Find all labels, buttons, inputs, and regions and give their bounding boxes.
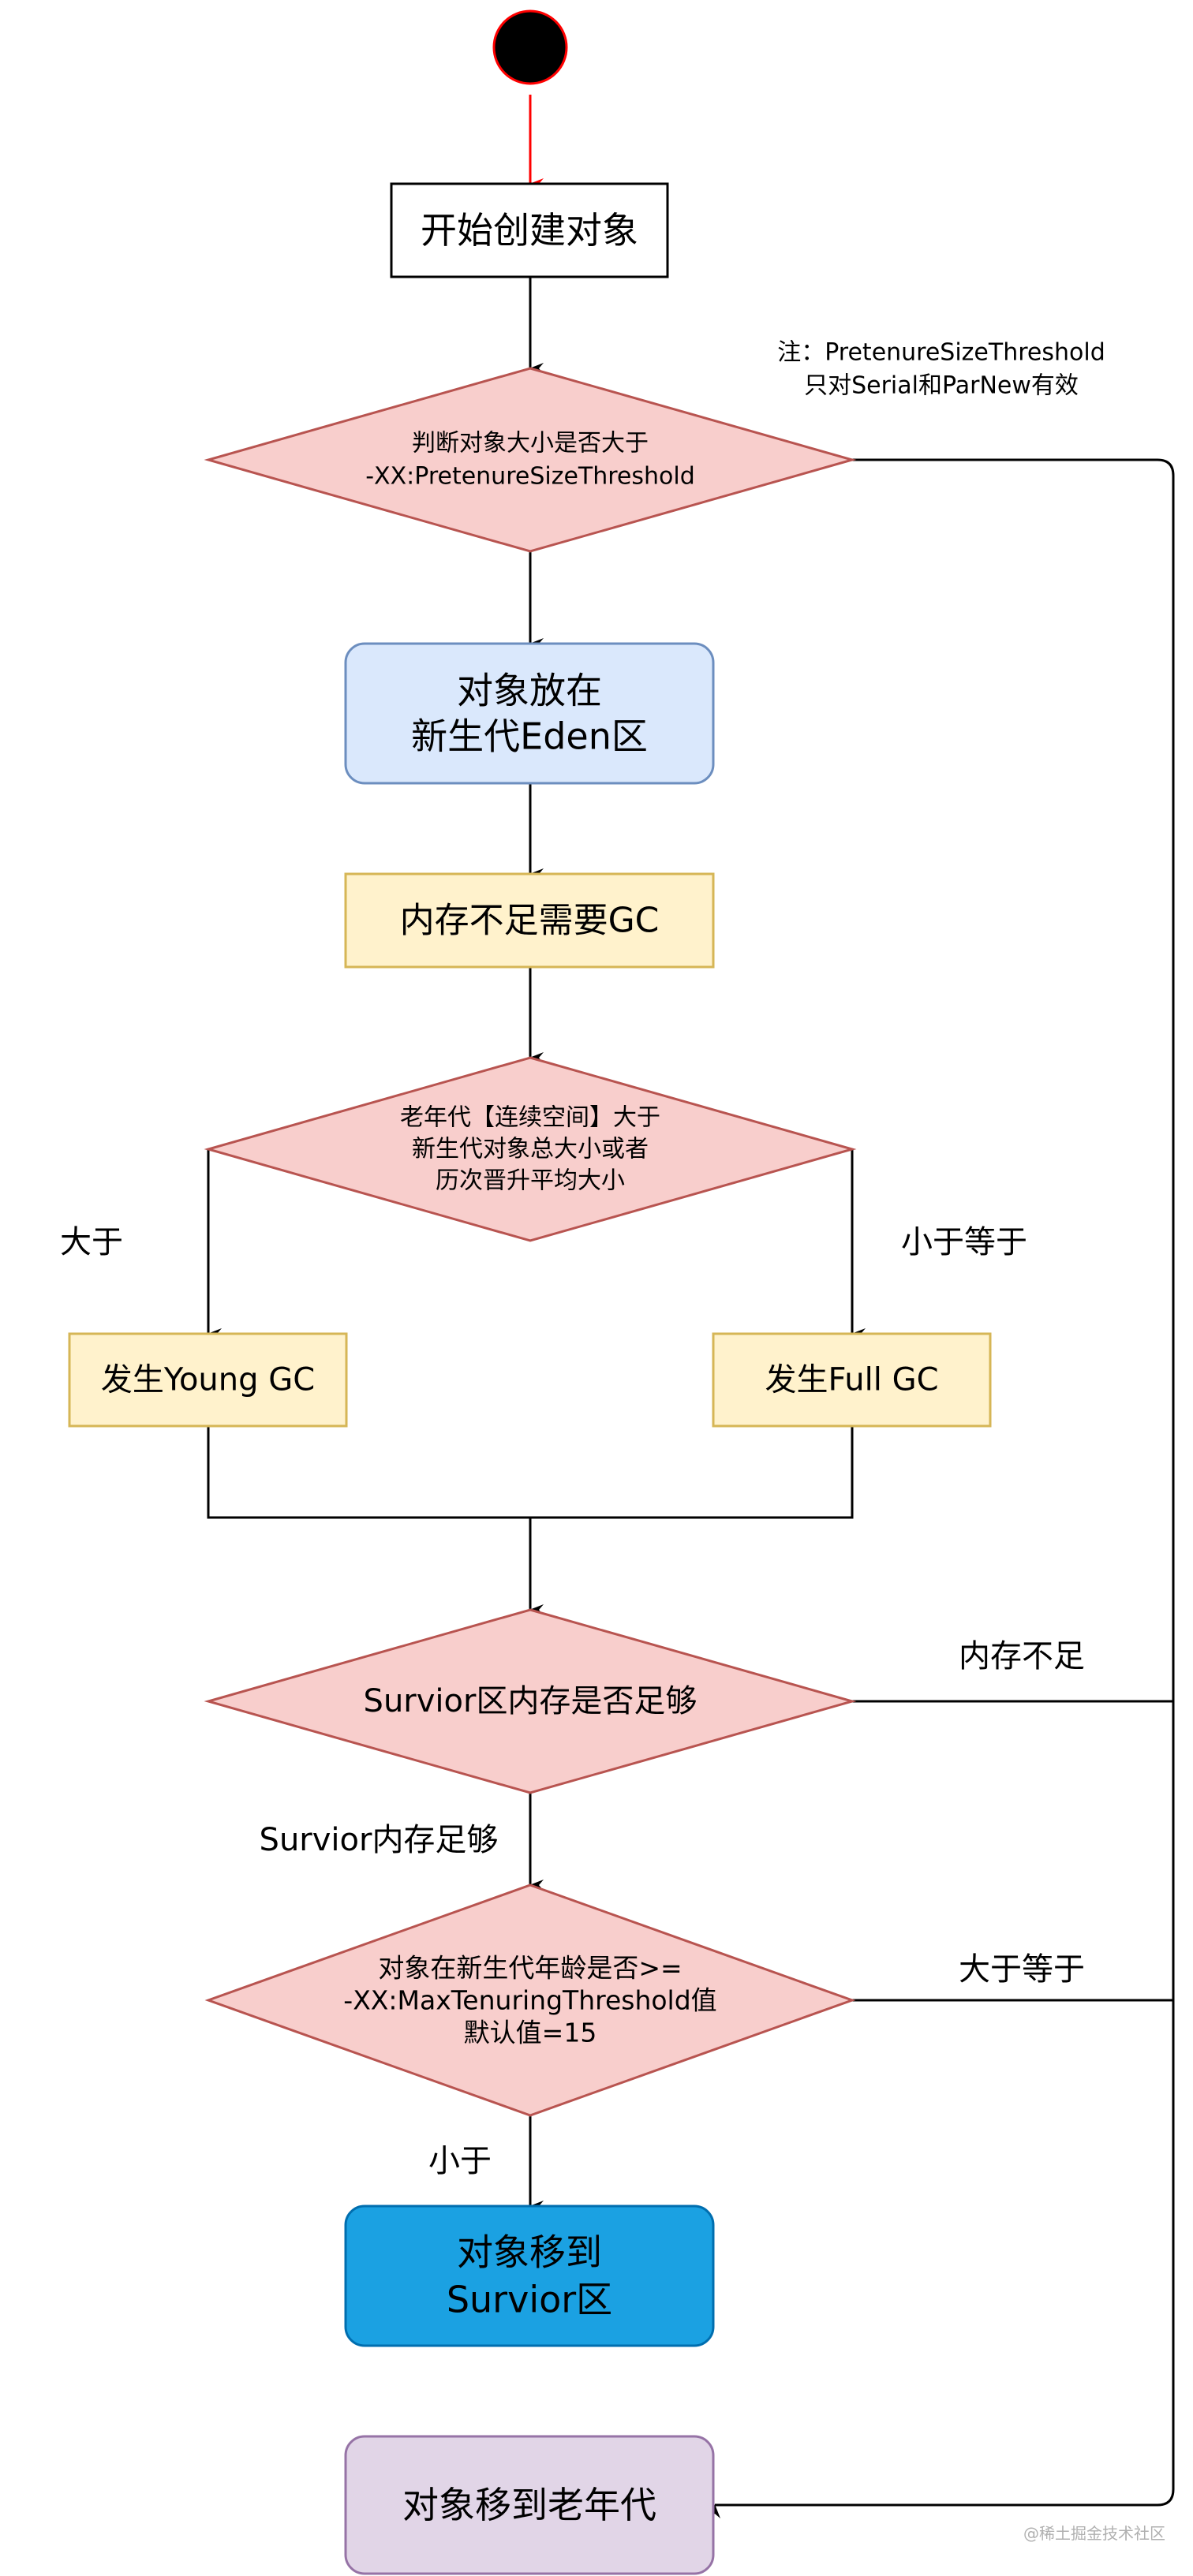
old-space-check-text: 老年代【连续空间】大于新生代对象总大小或者历次晋升平均大小: [400, 1104, 660, 1195]
edges-layer: [207, 95, 1175, 2518]
size-check-text: 判断对象大小是否大于 -XX:PretenureSizeThreshold: [365, 430, 695, 491]
eden-text-line: 新生代Eden区: [411, 715, 648, 758]
need-gc-text: 内存不足需要GC: [400, 901, 660, 941]
need-gc-box: [344, 872, 715, 969]
age-check-diamond: [204, 1883, 856, 2117]
edge-label-age-check-to-to-old-gen: 大于等于: [959, 1951, 1085, 1988]
age-check-node: 对象在新生代年龄是否>=-XX:MaxTenuringThreshold值默认值…: [204, 1883, 856, 2117]
create-box: [390, 182, 669, 278]
to-old-gen-text: 对象移到老年代: [402, 2484, 656, 2526]
create-node: 开始创建对象: [390, 182, 669, 278]
create-text: 开始创建对象: [421, 209, 638, 252]
age-check-text-line: 对象在新生代年龄是否>=: [378, 1953, 682, 1984]
survivor-check-text-line: Survior区内存是否足够: [364, 1683, 697, 1719]
edge-label-old-space-check-to-young-gc: 大于: [60, 1224, 123, 1260]
edge-gc-merge: [207, 1426, 854, 1519]
full-gc-text: 发生Full GC: [765, 1362, 938, 1398]
age-check-text-line: 默认值=15: [464, 2018, 597, 2048]
edge-label-survivor-check-to-to-old-gen: 内存不足: [959, 1638, 1085, 1674]
to-old-gen-node: 对象移到老年代: [344, 2435, 715, 2575]
to-old-gen-box: [344, 2435, 715, 2575]
edge-label-old-space-check-to-full-gc: 小于等于: [901, 1224, 1027, 1260]
to-survivor-text: 对象移到 Survior区: [447, 2231, 612, 2321]
old-space-check-diamond: [204, 1056, 857, 1242]
full-gc-text-line: 发生Full GC: [765, 1362, 938, 1398]
to-old-gen-text-line: 对象移到老年代: [402, 2484, 656, 2526]
to-survivor-node: 对象移到 Survior区: [344, 2205, 715, 2347]
age-check-text-line: -XX:MaxTenuringThreshold值: [343, 1985, 716, 2016]
edge-label-survivor-check-to-age-check: Survior内存足够: [260, 1822, 499, 1858]
old-space-check-text-line: 老年代【连续空间】大于: [400, 1104, 660, 1132]
to-survivor-text-line: 对象移到: [457, 2231, 602, 2274]
survivor-check-diamond: [204, 1608, 857, 1794]
size-check-text-line: -XX:PretenureSizeThreshold: [365, 463, 695, 491]
create-text-line: 开始创建对象: [421, 209, 638, 252]
young-gc-text-line: 发生Young GC: [101, 1362, 315, 1398]
old-space-check-text-line: 历次晋升平均大小: [436, 1167, 625, 1195]
full-gc-node: 发生Full GC: [712, 1332, 992, 1428]
size-check-text-line: 判断对象大小是否大于: [412, 430, 649, 457]
young-gc-box: [68, 1332, 348, 1428]
need-gc-text-line: 内存不足需要GC: [400, 901, 660, 941]
eden-box: [344, 642, 715, 785]
eden-text: 对象放在新生代Eden区: [411, 670, 648, 758]
edge-size-check-to-old-gen: [709, 458, 1175, 2518]
note-text-line: 注：PretenureSizeThreshold: [777, 339, 1105, 367]
full-gc-box: [712, 1332, 992, 1428]
size-check-node: 判断对象大小是否大于 -XX:PretenureSizeThreshold: [204, 367, 857, 553]
need-gc-node: 内存不足需要GC: [344, 872, 715, 969]
watermark: @稀土掘金技术社区: [1023, 2524, 1165, 2543]
young-gc-text: 发生Young GC: [101, 1362, 315, 1398]
edge-label-age-check-to-to-survivor: 小于: [428, 2143, 492, 2179]
survivor-check-text: Survior区内存是否足够: [364, 1683, 697, 1719]
survivor-check-node: Survior区内存是否足够: [204, 1608, 857, 1794]
age-check-text: 对象在新生代年龄是否>=-XX:MaxTenuringThreshold值默认值…: [343, 1953, 716, 2048]
eden-text-line: 对象放在: [457, 670, 602, 712]
note-text-line: 只对Serial和ParNew有效: [804, 372, 1079, 400]
old-space-check-text-line: 新生代对象总大小或者: [412, 1136, 649, 1163]
young-gc-node: 发生Young GC: [68, 1332, 348, 1428]
size-check-diamond: [204, 367, 857, 553]
old-space-check-node: 老年代【连续空间】大于新生代对象总大小或者历次晋升平均大小: [204, 1056, 857, 1242]
to-survivor-text-line: Survior区: [447, 2279, 612, 2321]
to-survivor-box: [344, 2205, 715, 2347]
note-text: 注：PretenureSizeThreshold 只对Serial和ParNew有…: [777, 339, 1105, 400]
start-node: [492, 9, 568, 85]
eden-node: 对象放在新生代Eden区: [344, 642, 715, 785]
